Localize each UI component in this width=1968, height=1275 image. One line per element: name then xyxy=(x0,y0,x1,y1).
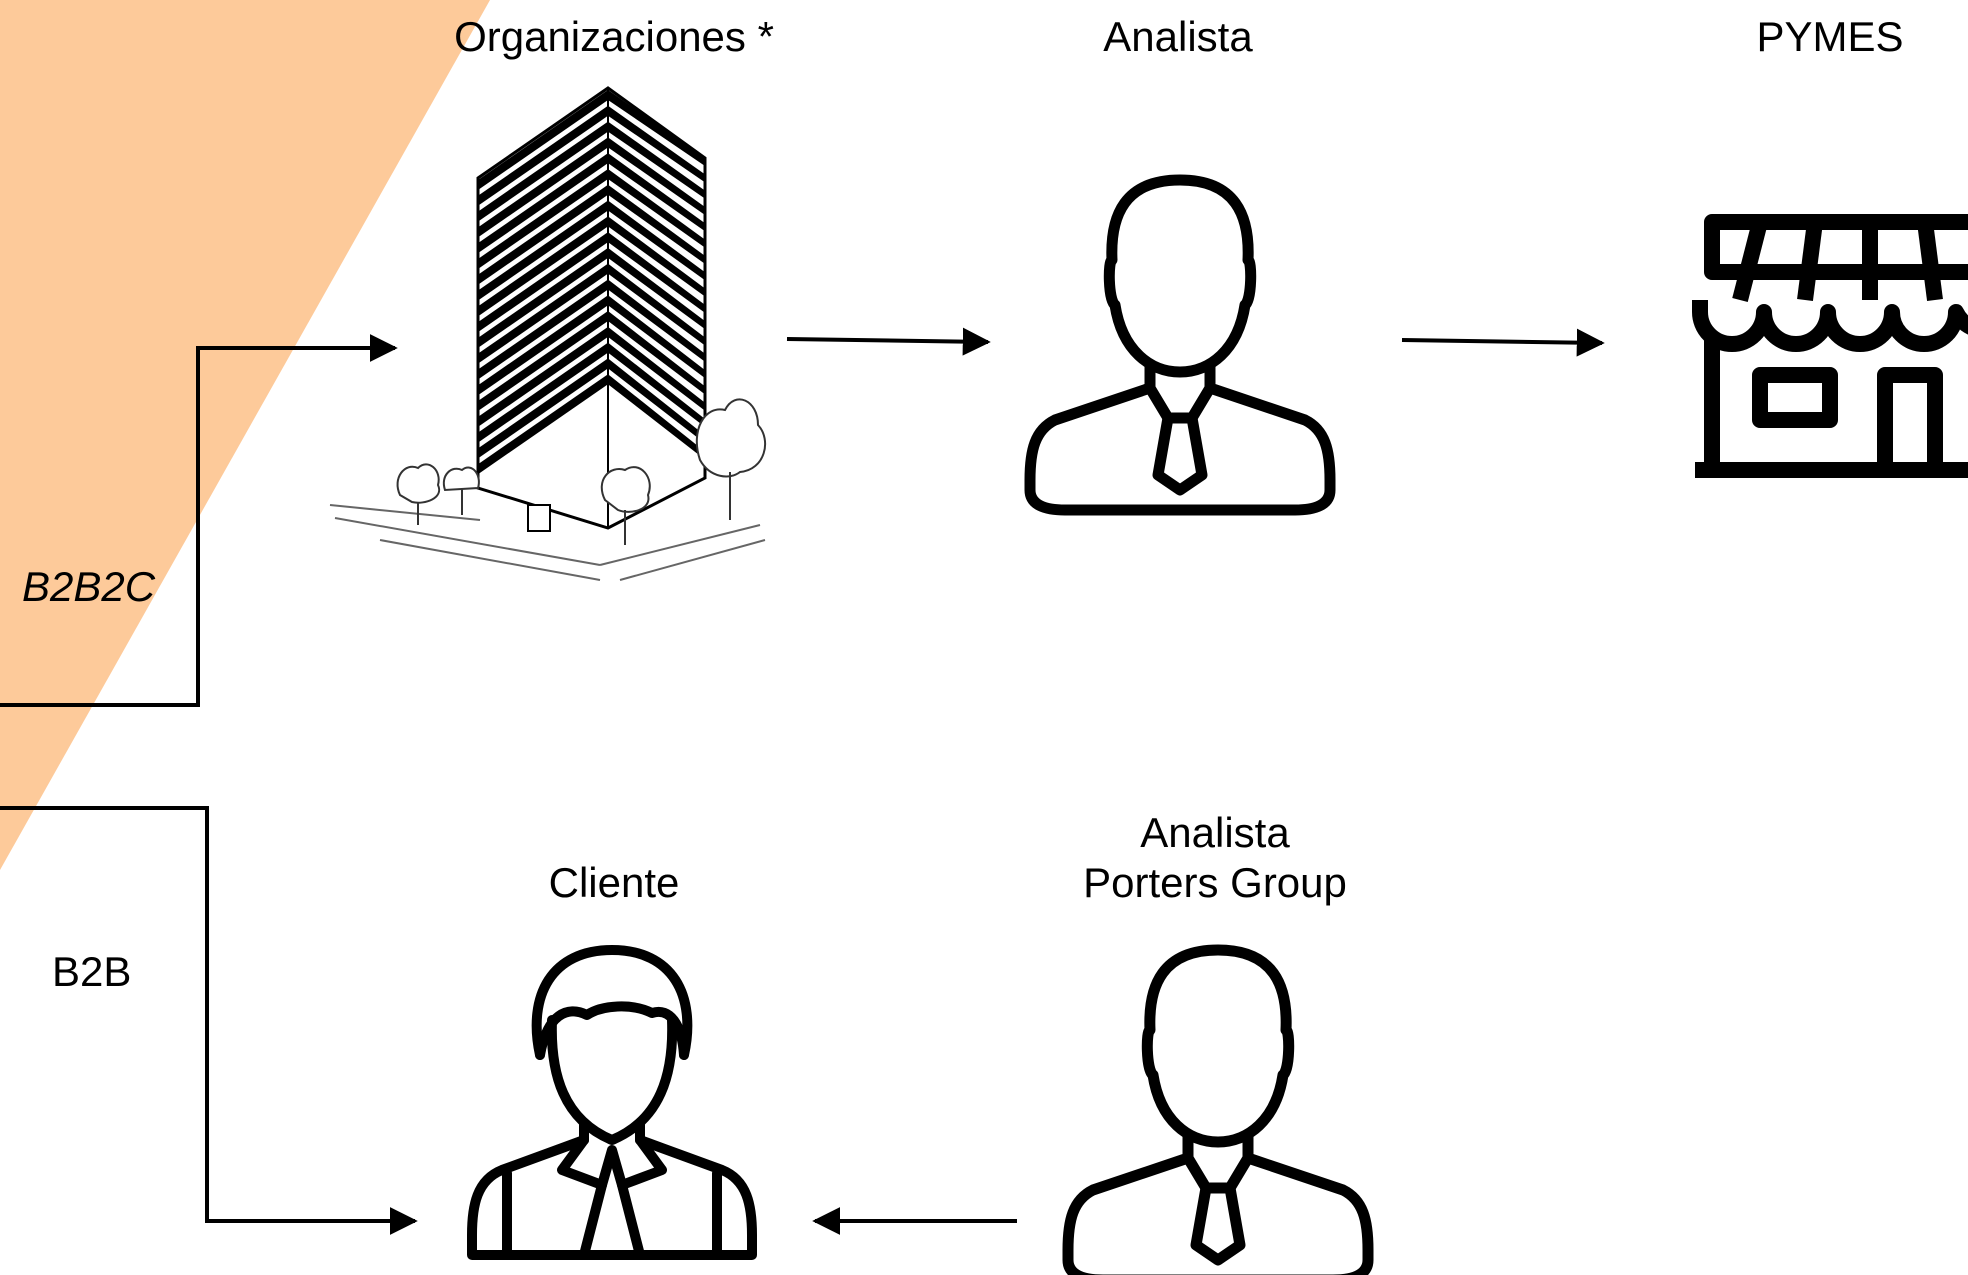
analista-porters-line2: Porters Group xyxy=(1083,858,1347,906)
accent-band xyxy=(0,0,490,870)
analista-top-label: Analista xyxy=(1103,13,1253,60)
office-building-icon xyxy=(329,86,767,581)
analista-porters-label: Analista Porters Group xyxy=(1083,808,1347,907)
connectors xyxy=(0,327,1605,1235)
storefront-icon xyxy=(1692,214,1968,478)
analista-porters-line1: Analista xyxy=(1140,809,1290,856)
b2b-label: B2B xyxy=(52,948,132,995)
org-to-analista-arrow xyxy=(786,327,991,356)
cliente-label: Cliente xyxy=(548,859,680,906)
pymes-label: PYMES xyxy=(1756,13,1904,60)
b2b2c-label: B2B2C xyxy=(22,563,156,610)
building-floors xyxy=(478,90,705,475)
b2b-bracket-arrow xyxy=(0,806,418,1235)
organizaciones-label: Organizaciones * xyxy=(454,13,774,60)
b2b2c-bracket-arrow xyxy=(0,334,398,707)
businessman-icon xyxy=(1024,174,1336,516)
client-person-icon xyxy=(467,945,757,1260)
analista-to-pymes-arrow xyxy=(1401,328,1605,357)
businessman-icon xyxy=(1062,944,1374,1275)
